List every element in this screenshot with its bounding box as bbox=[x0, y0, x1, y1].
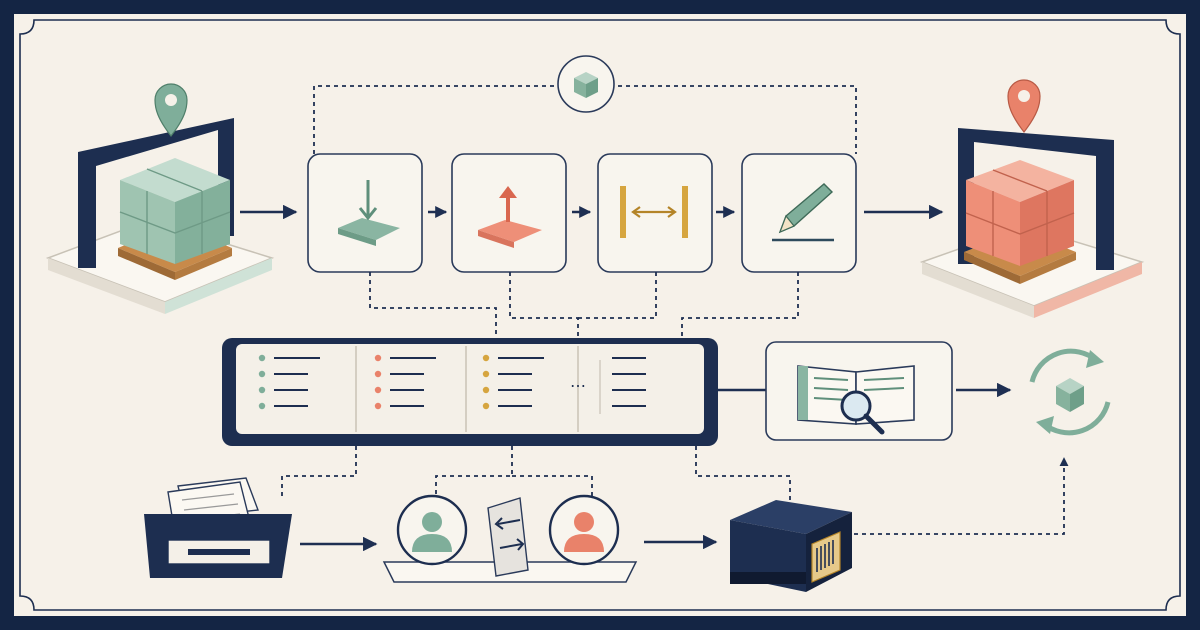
step-card-inbound[interactable] bbox=[307, 153, 423, 273]
list-bullet bbox=[258, 386, 266, 394]
destination-warehouse bbox=[919, 79, 1145, 318]
list-bullet bbox=[374, 370, 382, 378]
step-card-outbound[interactable] bbox=[451, 153, 567, 273]
origin-warehouse bbox=[45, 83, 275, 314]
inbound-arrow-icon bbox=[338, 180, 400, 246]
dashed-connector bbox=[313, 85, 857, 154]
dashed-connector bbox=[435, 446, 593, 496]
dashed-connector bbox=[369, 272, 497, 336]
sync-cube-icon bbox=[1029, 348, 1111, 436]
location-pin-icon bbox=[1007, 79, 1041, 133]
dashed-connector bbox=[681, 272, 799, 336]
list-bullet bbox=[482, 370, 490, 378]
pallet-boxes-icon bbox=[118, 158, 232, 280]
user-icon bbox=[548, 494, 620, 566]
list-icon bbox=[258, 354, 646, 410]
list-bullet bbox=[374, 354, 382, 362]
list-bullet bbox=[374, 386, 382, 394]
location-pin-icon bbox=[154, 83, 188, 137]
user-icon bbox=[396, 494, 468, 566]
list-bullet bbox=[258, 370, 266, 378]
dashed-connector bbox=[509, 272, 579, 336]
ledger-ellipsis: … bbox=[570, 372, 586, 391]
list-bullet bbox=[258, 402, 266, 410]
pallet-boxes-icon bbox=[964, 160, 1076, 284]
book-search-card[interactable] bbox=[765, 341, 953, 441]
scanner-device-icon bbox=[730, 500, 852, 592]
list-bullet bbox=[482, 402, 490, 410]
measure-icon bbox=[620, 186, 688, 238]
dashed-connector bbox=[281, 446, 357, 500]
dashed-connector bbox=[695, 446, 791, 500]
ledger-panel: … bbox=[222, 338, 718, 446]
list-bullet bbox=[482, 354, 490, 362]
document-tray-icon bbox=[144, 477, 292, 578]
list-bullet bbox=[258, 354, 266, 362]
step-card-measure[interactable] bbox=[597, 153, 713, 273]
cube-icon bbox=[557, 55, 615, 113]
barcode-icon bbox=[811, 531, 841, 583]
swap-icon bbox=[487, 497, 529, 577]
decorative-border bbox=[19, 19, 1181, 611]
book-search-icon bbox=[797, 365, 915, 435]
step-card-edit[interactable] bbox=[741, 153, 857, 273]
pencil-edit-icon bbox=[772, 183, 834, 242]
list-bullet bbox=[482, 386, 490, 394]
dashed-connector bbox=[854, 457, 1069, 535]
user-exchange bbox=[382, 494, 638, 583]
outbound-arrow-icon bbox=[478, 186, 542, 248]
list-bullet bbox=[374, 402, 382, 410]
dashed-connector bbox=[578, 272, 657, 319]
